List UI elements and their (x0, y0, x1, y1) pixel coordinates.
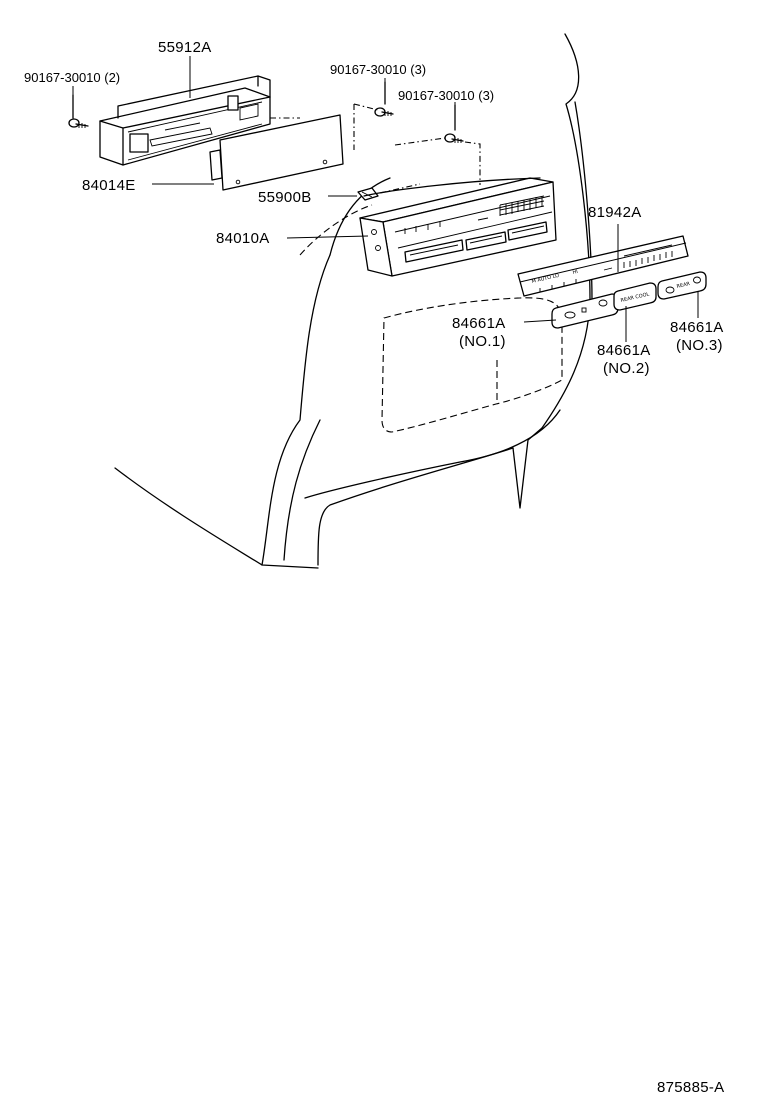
switch-no2: REAR COOL (613, 282, 657, 311)
label-switch2-sub: (NO.2) (603, 360, 650, 377)
plate-84014E (209, 114, 344, 191)
panel-rear-text: REAR (676, 281, 691, 290)
leader-lines (72, 56, 699, 342)
label-84010A: 84010A (216, 230, 270, 247)
control-84010A (359, 177, 557, 277)
label-55900B: 55900B (258, 189, 312, 206)
label-81942A: 81942A (588, 204, 642, 221)
switch-no3: REAR (657, 271, 707, 300)
label-switch2: 84661A (597, 342, 651, 359)
label-84014E: 84014E (82, 177, 136, 194)
label-switch1-sub: (NO.1) (459, 333, 506, 350)
panel-81942A: M AUTO LO HI (517, 235, 689, 297)
panel-hi-text: HI (572, 269, 578, 276)
screw-right (394, 104, 481, 185)
knob-55900B (357, 183, 421, 201)
screw-mid (353, 81, 394, 150)
label-switch3: 84661A (670, 319, 724, 336)
label-screw-left: 90167-30010 (2) (24, 70, 120, 85)
label-screw-right: 90167-30010 (3) (398, 88, 494, 103)
figure-code: 875885-A (657, 1079, 724, 1096)
switch-no1 (551, 293, 619, 329)
screw-left (68, 94, 89, 128)
label-switch3-sub: (NO.3) (676, 337, 723, 354)
label-switch1: 84661A (452, 315, 506, 332)
console-outline (114, 33, 593, 569)
label-screw-mid: 90167-30010 (3) (330, 62, 426, 77)
label-55912A: 55912A (158, 39, 212, 56)
bracket-55912A (99, 75, 271, 166)
part-labels: 55912A 90167-30010 (2) 90167-30010 (3) 9… (24, 39, 724, 1096)
